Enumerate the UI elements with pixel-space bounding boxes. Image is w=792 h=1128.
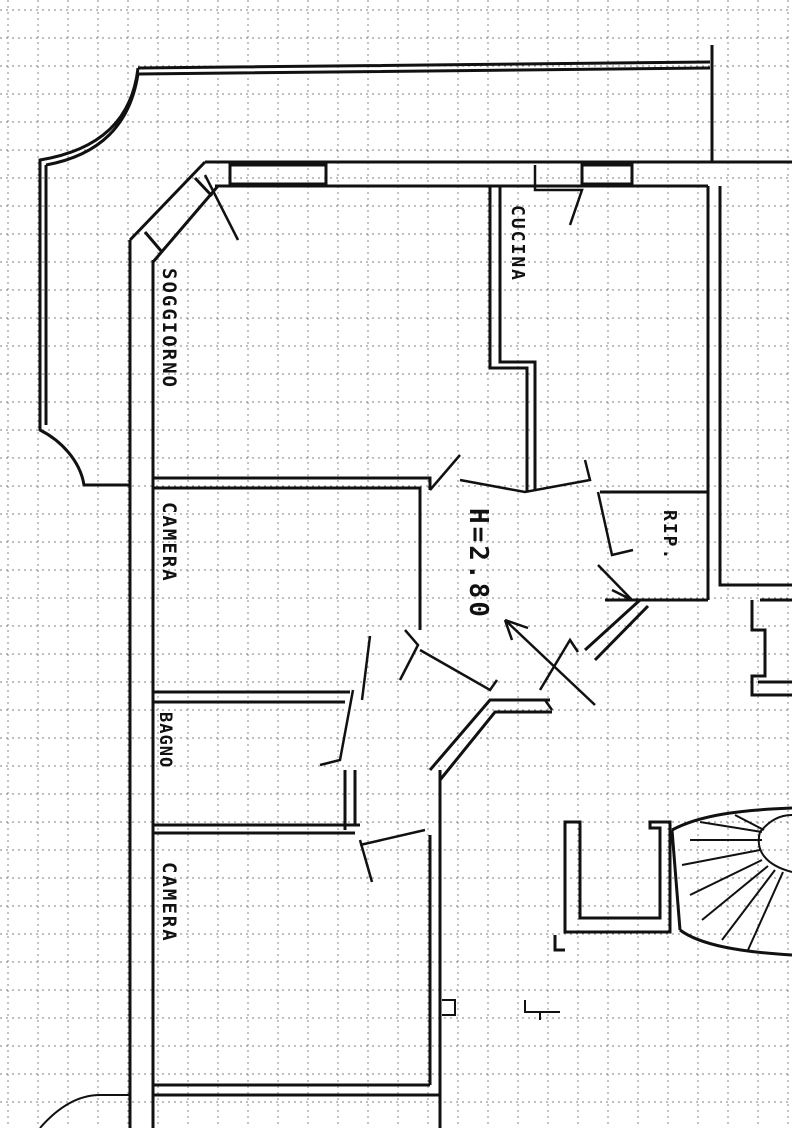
doors xyxy=(203,165,634,883)
wall-right-steps xyxy=(750,598,792,697)
wall-left xyxy=(128,240,155,1128)
wall-right xyxy=(706,45,792,600)
wall-top xyxy=(205,160,792,188)
small-mark xyxy=(524,1000,560,1020)
wall-soggiorno-camera xyxy=(153,476,432,630)
room-label-soggiorno: SOGGIORNO xyxy=(158,268,180,389)
walls xyxy=(38,45,792,1128)
post-mark xyxy=(442,999,456,1016)
door-camera2 xyxy=(358,828,426,883)
wall-rip xyxy=(583,490,708,662)
wall-corridor xyxy=(428,698,552,781)
entry-arrow xyxy=(503,618,596,706)
door-rip xyxy=(596,491,634,602)
room-label-rip: RIP. xyxy=(659,510,680,561)
height-note: H=2.80 xyxy=(463,508,493,620)
room-label-camera-2: CAMERA xyxy=(158,862,180,943)
wall-camera-bagno xyxy=(153,690,350,704)
wall-corner-soggiorno xyxy=(128,160,220,263)
door-entry-top xyxy=(429,454,592,494)
door-camera1 xyxy=(398,629,499,692)
terrace-outline xyxy=(38,60,711,487)
door-soggiorno xyxy=(203,174,240,241)
door-bagno xyxy=(319,635,372,767)
wall-bottom-arc xyxy=(39,1094,130,1128)
room-label-camera-1: CAMERA xyxy=(158,502,180,583)
door-cucina xyxy=(533,165,584,226)
spiral-staircase xyxy=(670,806,792,957)
room-label-cucina: CUCINA xyxy=(507,205,528,282)
door-corridor xyxy=(538,637,580,711)
wall-bagno-camera xyxy=(153,770,360,835)
wall-cucina xyxy=(488,186,537,492)
room-label-bagno: BAGNO xyxy=(155,712,175,768)
wall-camera2-right xyxy=(153,770,442,1128)
lift-shaft xyxy=(553,820,672,952)
